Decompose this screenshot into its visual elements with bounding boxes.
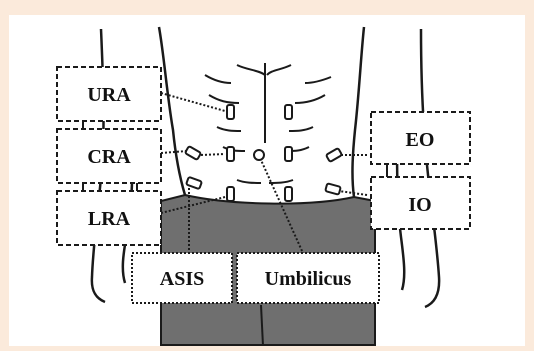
electrode-io [325,183,341,194]
electrode-lra-left [227,187,234,201]
label-lra: LRA [88,208,131,230]
electrode-eo [326,148,342,162]
label-eo: EO [406,129,435,151]
leader-cra-electrode [201,154,225,155]
electrode-cra-left [227,147,234,161]
torso-emg-electrode-diagram: URA CRA LRA EO IO ASIS Umbilicus [9,15,525,346]
leader-cra [161,151,187,153]
electrode-cra-lateral [185,146,201,160]
label-cra: CRA [87,146,131,168]
label-asis: ASIS [160,268,204,290]
label-io: IO [408,194,431,216]
electrodes [185,105,342,201]
label-umbilicus: Umbilicus [265,268,352,290]
abdominal-contours [205,63,331,183]
electrode-asis-lateral [186,177,202,189]
umbilicus-marker [254,150,264,160]
right-arm-outer-outline [421,29,439,307]
torso-right-outline [352,27,364,197]
electrode-lra-right [285,187,292,201]
label-ura: URA [87,84,131,106]
torso-left-outline [159,27,185,195]
diagram-canvas: URA CRA LRA EO IO ASIS Umbilicus [9,15,525,346]
electrode-cra-right [285,147,292,161]
electrode-ura-right [285,105,292,119]
electrode-ura-left [227,105,234,119]
